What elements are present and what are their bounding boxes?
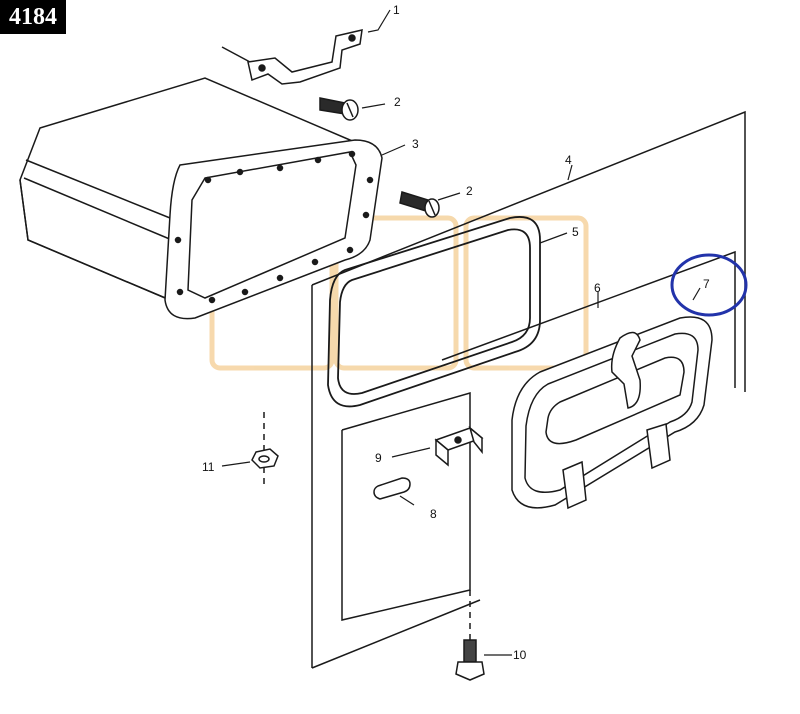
callout-label-2: 2: [466, 184, 473, 198]
callout-label-7: 7: [703, 277, 710, 291]
callout-label-4: 4: [565, 153, 572, 167]
bracket: [221, 29, 363, 85]
highlight-circle: [670, 253, 748, 317]
screw-upper: [319, 97, 359, 121]
gasket: [327, 216, 541, 408]
bolt: [455, 590, 485, 681]
callout-label-5: 5: [572, 225, 579, 239]
callout-label-10: 10: [513, 648, 527, 662]
callout-label-1: 1: [393, 3, 400, 17]
housing: [19, 77, 383, 320]
hinge-clip: [434, 425, 484, 467]
figure-number-badge: 4184: [0, 0, 66, 34]
callout-label-3: 3: [412, 137, 419, 151]
callout-label-11: 11: [202, 460, 215, 474]
callout-label-2: 2: [394, 95, 401, 109]
callout-label-8: 8: [430, 507, 437, 521]
pin: [373, 477, 411, 500]
door-assembly: [441, 250, 736, 510]
screw-lower: [399, 191, 440, 218]
callout-labels: 1 2 2 3 4 5 6 7 8 9 10 11: [202, 3, 710, 662]
callout-label-6: 6: [594, 281, 601, 295]
callout-label-9: 9: [375, 451, 382, 465]
nut: [251, 412, 279, 488]
callout-leaders: [221, 9, 701, 656]
